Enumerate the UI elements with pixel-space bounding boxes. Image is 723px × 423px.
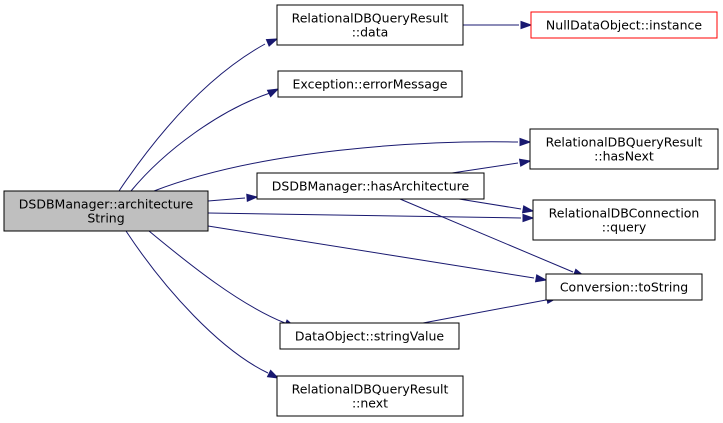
node-label: NullDataObject::instance [546, 18, 702, 33]
edge-root-to-rdqr_next [125, 230, 280, 379]
edges-layer [118, 20, 586, 379]
node-label: DataObject::stringValue [295, 329, 444, 344]
node-box[interactable] [276, 375, 464, 417]
node-label: String [87, 211, 124, 226]
node-box[interactable] [276, 4, 464, 46]
arrowhead-icon [265, 38, 279, 47]
node-box[interactable] [279, 322, 460, 350]
edge-has_arch-to-rdqr_hasnext [451, 158, 532, 174]
node-box[interactable] [3, 190, 209, 232]
edge-line [451, 162, 519, 174]
node-null_instance[interactable]: NullDataObject::instance [530, 11, 718, 39]
nodes-layer: DSDBManager::architectureStringRelationa… [3, 4, 719, 417]
node-conv_tostring[interactable]: Conversion::toString [545, 273, 703, 301]
edge-has_arch-to-rdc_query [458, 198, 535, 214]
node-box[interactable] [277, 70, 463, 98]
edge-root-to-rdc_query [207, 212, 535, 223]
node-box[interactable] [530, 11, 718, 39]
edge-root-to-do_stringvalue [148, 230, 297, 328]
edge-line [207, 225, 535, 279]
node-rdc_query[interactable]: RelationalDBConnection::query [532, 199, 716, 241]
edge-line [148, 230, 286, 324]
edge-line [207, 212, 522, 219]
edge-rdqr_data-to-null_instance [463, 20, 533, 30]
edge-do_stringvalue-to-conv_tostring [422, 295, 559, 324]
node-label: Conversion::toString [560, 280, 688, 295]
node-box[interactable] [545, 273, 703, 301]
node-label: Exception::errorMessage [293, 77, 448, 92]
node-label: DSDBManager::architecture [19, 197, 194, 212]
arrowhead-icon [534, 274, 548, 283]
edge-line [130, 92, 271, 192]
arrowhead-icon [521, 205, 535, 214]
edge-line [153, 141, 519, 192]
edge-line [458, 198, 522, 210]
node-label: RelationalDBConnection [549, 206, 700, 221]
node-label: RelationalDBQueryResult [546, 135, 703, 150]
edge-line [207, 197, 246, 202]
node-box[interactable] [256, 172, 485, 200]
node-label: DSDBManager::hasArchitecture [272, 179, 470, 194]
edge-root-to-has_arch [207, 193, 259, 203]
arrowhead-icon [266, 369, 280, 379]
node-label: ::next [352, 396, 388, 411]
node-has_arch[interactable]: DSDBManager::hasArchitecture [256, 172, 485, 200]
arrowhead-icon [522, 213, 535, 223]
arrowhead-icon [519, 137, 532, 147]
node-rdqr_next[interactable]: RelationalDBQueryResult::next [276, 375, 464, 417]
edge-line [118, 43, 266, 192]
node-rdqr_hasnext[interactable]: RelationalDBQueryResult::hasNext [529, 128, 719, 170]
edge-line [422, 299, 547, 324]
arrowhead-icon [266, 88, 280, 98]
node-label: RelationalDBQueryResult [292, 11, 449, 26]
node-rdqr_data[interactable]: RelationalDBQueryResult::data [276, 4, 464, 46]
edge-root-to-exception_error [130, 88, 280, 192]
node-box[interactable] [532, 199, 716, 241]
edge-line [399, 198, 574, 273]
edge-root-to-rdqr_data [118, 38, 279, 192]
arrowhead-icon [246, 193, 259, 203]
node-do_stringvalue[interactable]: DataObject::stringValue [279, 322, 460, 350]
node-box[interactable] [529, 128, 719, 170]
node-label: RelationalDBQueryResult [292, 382, 449, 397]
arrowhead-icon [520, 20, 533, 30]
node-label: ::hasNext [594, 149, 654, 164]
node-exception_error[interactable]: Exception::errorMessage [277, 70, 463, 98]
node-label: ::query [602, 220, 647, 235]
edge-line [125, 230, 269, 374]
edge-root-to-conv_tostring [207, 225, 548, 283]
arrowhead-icon [518, 158, 532, 167]
node-label: ::data [352, 25, 389, 40]
edge-root-to-rdqr_hasnext [153, 137, 532, 192]
